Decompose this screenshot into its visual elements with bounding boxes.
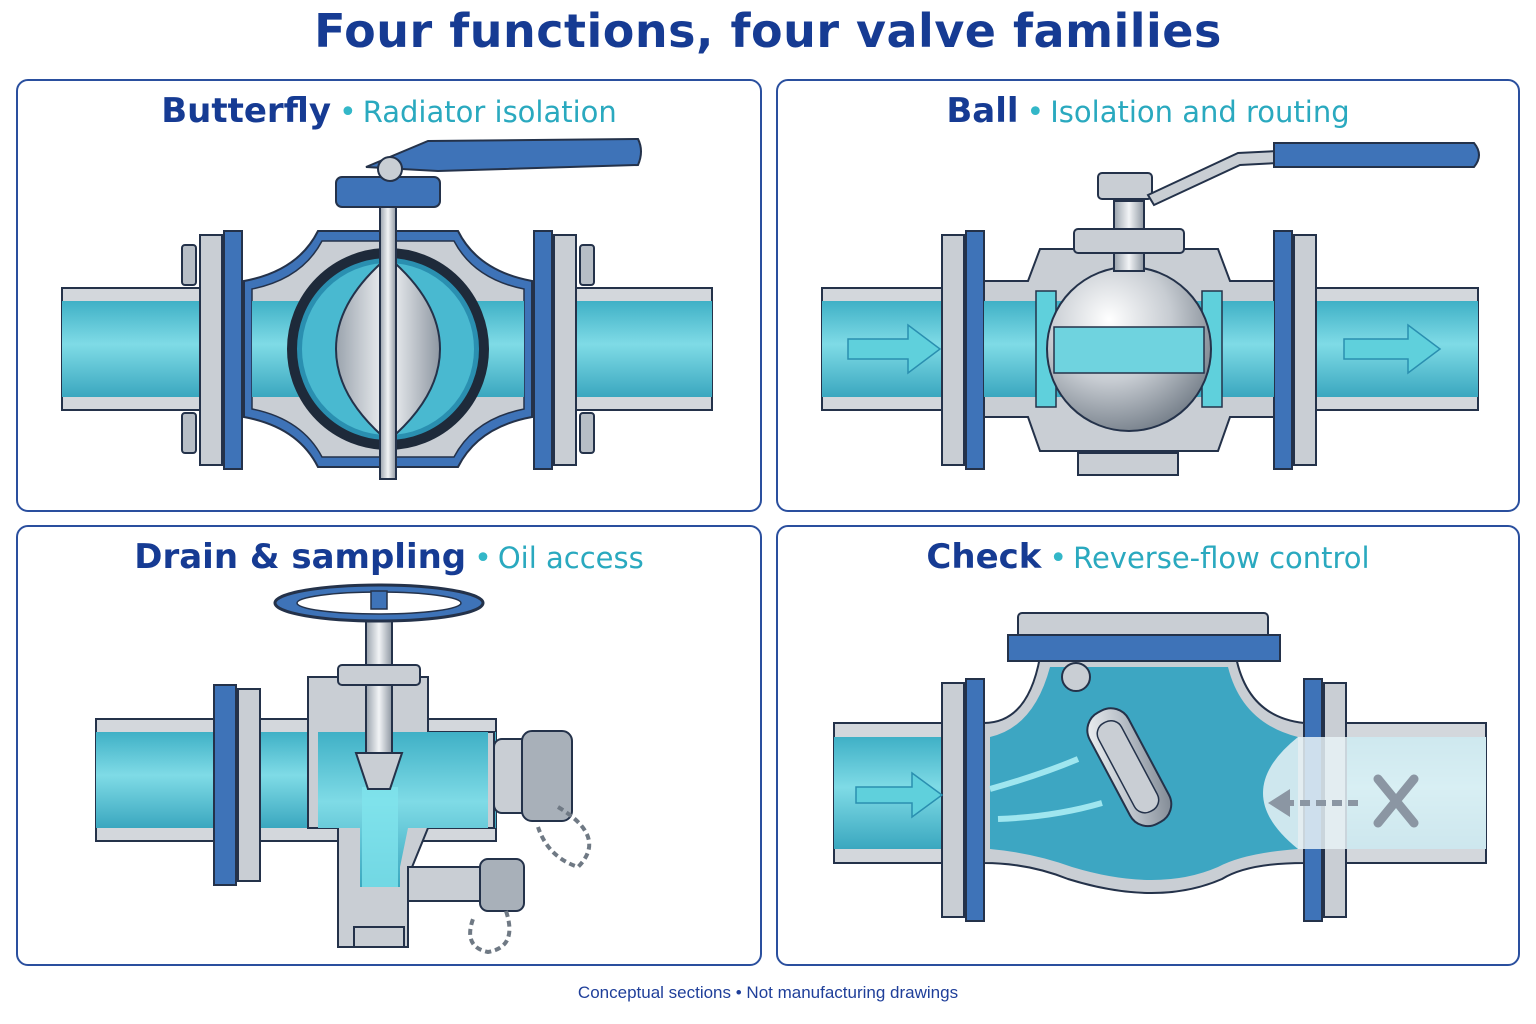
bottom-bracket [1077,452,1179,476]
check-panel: Check•Reverse-flow control [776,525,1520,966]
flange-right [1273,230,1317,470]
drain-port [407,866,489,902]
flange-left [181,230,243,470]
check-valve-illustration [833,612,1487,922]
separator-dot: • [1026,95,1045,130]
sampling-cap [521,730,573,822]
butterfly-panel: Butterfly•Radiator isolation [16,79,762,512]
flow-arrow-out [1343,323,1442,375]
drain-valve-illustration [95,583,592,955]
drain-cap [479,858,525,912]
flange-left [941,230,985,470]
panel-heading: Check•Reverse-flow control [778,537,1518,577]
bonnet-nut [337,664,421,686]
ball-bore [1053,326,1205,374]
needle-plug [354,752,404,790]
drain-sampling-panel: Drain & sampling•Oil access [16,525,762,966]
cap-chain [536,805,592,870]
flange-left [941,678,985,922]
valve-family-name: Drain & sampling [134,537,467,577]
flange-right [533,230,595,470]
separator-dot: • [474,541,492,576]
separator-dot: • [1049,541,1068,576]
footer-note: Conceptual sections • Not manufacturing … [577,983,959,1002]
valve-family-name: Check [926,537,1042,577]
ball-panel: Ball•Isolation and routing [776,79,1520,512]
valve-stem [379,200,397,480]
panel-heading: Drain & sampling•Oil access [18,537,760,577]
hinge-pin [1061,662,1091,692]
flow-curve-arrow [989,756,1080,792]
panel-heading: Butterfly•Radiator isolation [18,91,760,131]
valve-function-label: Oil access [497,541,644,575]
panel-heading: Ball•Isolation and routing [778,91,1518,131]
flange-left [213,684,261,886]
separator-dot: • [339,95,357,130]
sample-flow [362,787,398,887]
drain-chain [468,910,512,955]
bottom-plug [353,926,405,948]
lever-handle [1146,149,1279,207]
valve-family-name: Butterfly [161,91,332,131]
flow-arrow-in [855,771,944,819]
blocked-x-icon [1373,774,1419,828]
valve-function-label: Isolation and routing [1050,95,1350,129]
packing-gland [1073,228,1185,254]
swing-disc [1086,707,1173,828]
flow-curve-arrow [997,800,1103,822]
blocked-zone [1263,737,1486,849]
stem-nut [1097,172,1153,200]
flow-arrow-in [847,323,942,375]
lever-handle [365,137,642,173]
page-title: Four functions, four valve families [314,4,1222,58]
butterfly-valve-illustration [61,137,713,480]
ball-valve-illustration [821,142,1480,476]
valve-function-label: Reverse-flow control [1073,541,1370,575]
valve-family-name: Ball [946,91,1019,131]
valve-function-label: Radiator isolation [362,95,617,129]
